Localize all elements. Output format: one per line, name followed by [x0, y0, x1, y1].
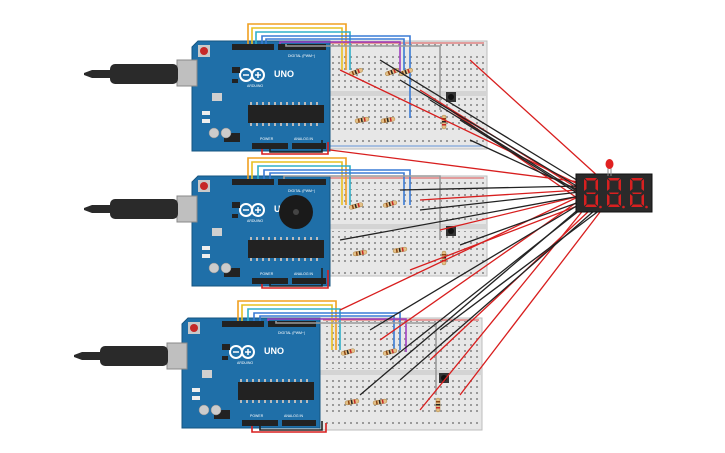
board-digital-label: DIGITAL (PWM~) — [288, 54, 315, 58]
piezo-buzzer — [279, 195, 313, 229]
board-power-label: POWER — [260, 137, 274, 141]
usb-cable-3 — [74, 342, 188, 370]
seven-segment-display — [575, 173, 653, 213]
board-model-label: UNO — [274, 69, 294, 79]
board-analog-label: ANALOG IN — [294, 137, 314, 141]
usb-cable-1 — [84, 59, 198, 87]
board-analog-label: ANALOG IN — [294, 272, 314, 276]
board-digital-label: DIGITAL (PWM~) — [288, 189, 315, 193]
usb-cable-2 — [84, 195, 198, 223]
display-wires — [329, 59, 601, 411]
breadboard-2 — [322, 175, 488, 277]
board-digital-label: DIGITAL (PWM~) — [278, 331, 305, 335]
board-model-label: UNO — [264, 346, 284, 356]
display-digit-1 — [584, 178, 602, 209]
header-wires — [237, 23, 441, 433]
board-brand-label: ARDUINO — [247, 84, 263, 88]
display-digit-3 — [630, 178, 648, 209]
board-power-label: POWER — [250, 414, 264, 418]
breadboard-1 — [322, 40, 488, 150]
arduino-board-3: UNO ARDUINO DIGITAL (PWM~) POWER ANALOG … — [181, 317, 321, 429]
board-analog-label: ANALOG IN — [284, 414, 304, 418]
board-brand-label: ARDUINO — [247, 219, 263, 223]
board-power-label: POWER — [260, 272, 274, 276]
red-led — [605, 159, 614, 176]
display-digit-2 — [607, 178, 625, 209]
board-brand-label: ARDUINO — [237, 361, 253, 365]
arduino-board-2: UNO ARDUINO DIGITAL (PWM~) POWER ANALOG … — [191, 175, 331, 287]
arduino-board-1: UNO ARDUINO DIGITAL (PWM~) POWER ANALOG … — [191, 40, 331, 152]
